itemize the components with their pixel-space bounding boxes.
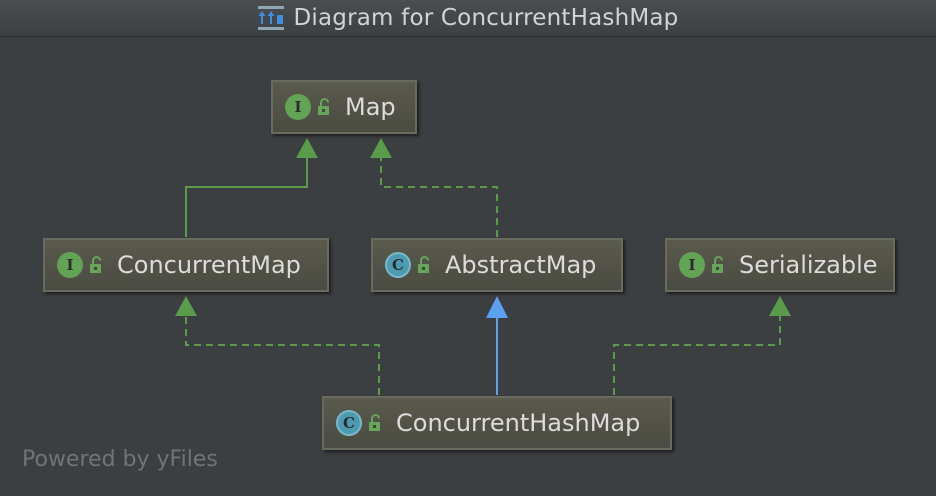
arrowhead-serializable xyxy=(769,296,791,316)
node-concurrenthashmap[interactable]: C ConcurrentHashMap xyxy=(322,396,672,450)
arrowhead-map-right xyxy=(370,138,392,158)
node-concurrentmap[interactable]: I ConcurrentMap xyxy=(43,238,329,292)
diagram-edges xyxy=(175,138,791,395)
arrowhead-map-left xyxy=(296,138,318,158)
public-lock-icon xyxy=(369,414,380,431)
interface-icon: I xyxy=(57,252,83,278)
class-diagram-icon xyxy=(257,6,284,30)
arrowhead-abstractmap xyxy=(486,296,508,318)
node-label: Serializable xyxy=(739,251,878,279)
title-group: Diagram for ConcurrentHashMap xyxy=(257,5,679,31)
edge-concurrentmap-to-map xyxy=(185,154,308,237)
node-map[interactable]: I Map xyxy=(271,80,417,134)
public-lock-icon xyxy=(90,256,101,273)
node-label: ConcurrentMap xyxy=(117,251,301,279)
node-label: ConcurrentHashMap xyxy=(396,409,641,437)
edge-chm-to-serializable xyxy=(613,314,781,395)
window-title: Diagram for ConcurrentHashMap xyxy=(293,5,679,31)
abstract-class-icon: C xyxy=(385,252,411,278)
edge-chm-to-concurrentmap xyxy=(185,314,380,395)
public-lock-icon xyxy=(418,256,429,273)
arrowhead-concurrentmap xyxy=(175,296,197,316)
powered-by-label: Powered by yFiles xyxy=(22,447,218,472)
node-abstractmap[interactable]: C AbstractMap xyxy=(371,238,623,292)
edge-abstractmap-to-map xyxy=(380,154,498,237)
interface-icon: I xyxy=(679,252,705,278)
node-label: Map xyxy=(345,93,396,121)
public-lock-icon xyxy=(712,256,723,273)
public-lock-icon xyxy=(318,98,329,115)
diagram-canvas[interactable]: I Map I ConcurrentMap C xyxy=(0,37,936,496)
node-label: AbstractMap xyxy=(445,251,597,279)
class-icon: C xyxy=(336,410,362,436)
node-serializable[interactable]: I Serializable xyxy=(665,238,895,292)
interface-icon: I xyxy=(285,94,311,120)
title-bar: Diagram for ConcurrentHashMap xyxy=(0,0,936,37)
